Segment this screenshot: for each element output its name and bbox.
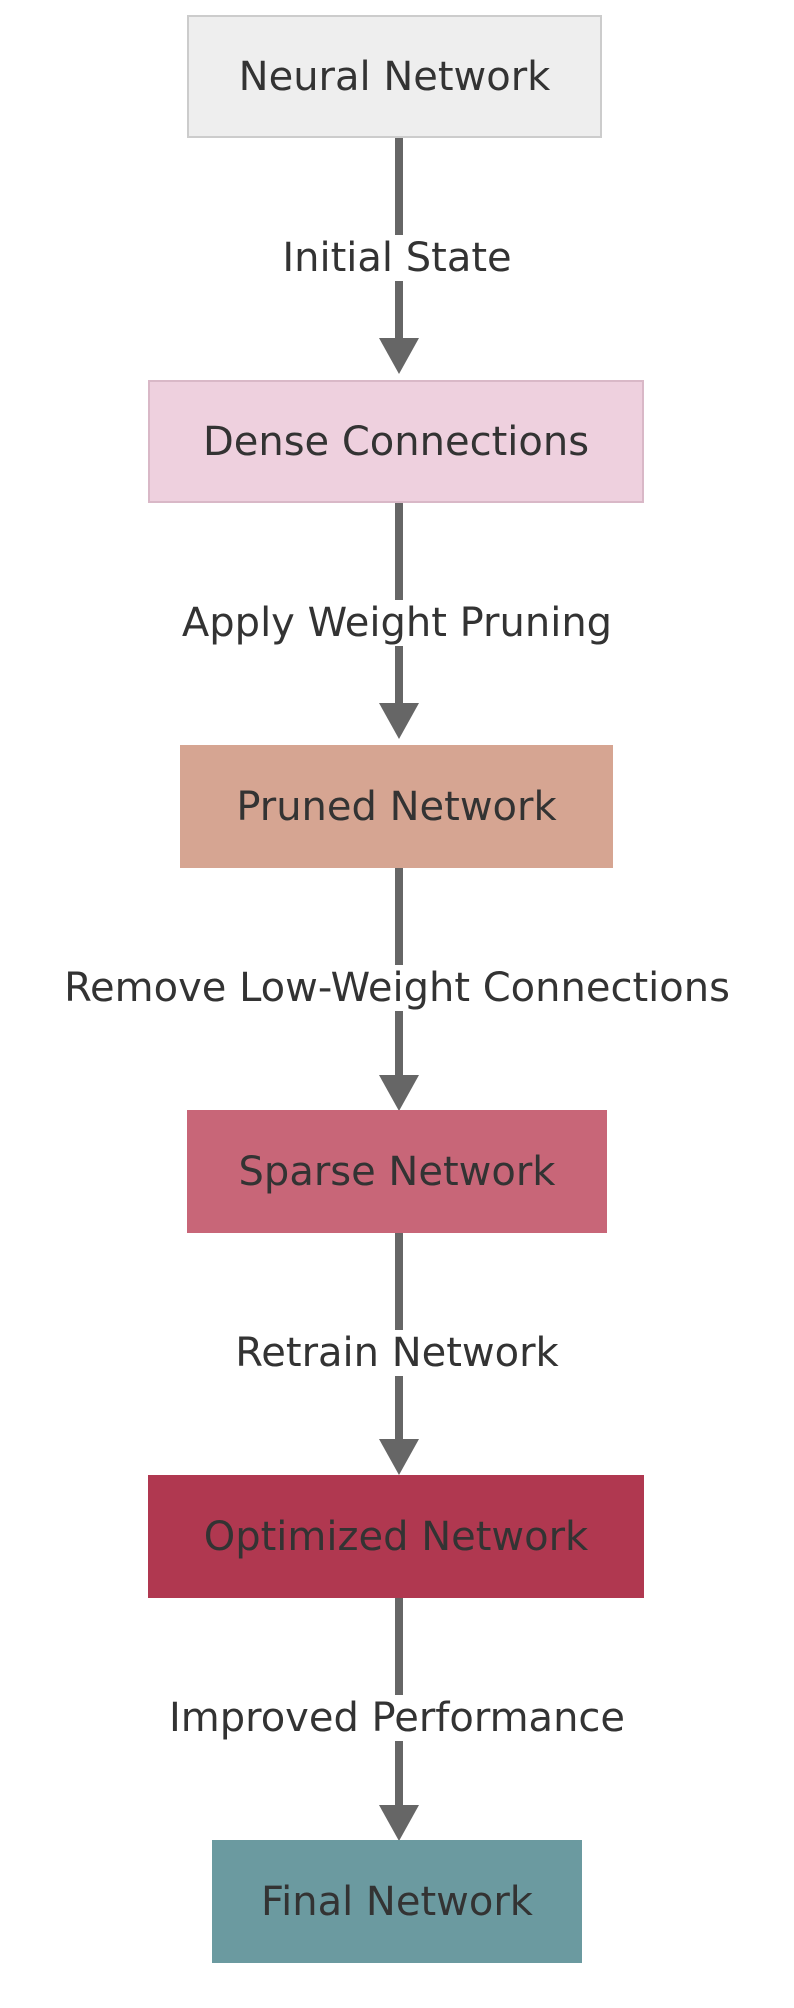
node-dense-connections: Dense Connections [148,380,644,503]
edge-2-label-text: Apply Weight Pruning [177,600,617,646]
edge-3-label-text: Remove Low-Weight Connections [60,965,734,1011]
node-dense-connections-label: Dense Connections [202,418,590,465]
edge-1-label-text: Initial State [278,235,516,281]
node-final-network: Final Network [212,1840,582,1963]
node-neural-network: Neural Network [187,15,602,138]
node-sparse-network: Sparse Network [187,1110,607,1233]
edge-1-arrowhead [379,338,419,374]
edge-4-arrowhead [379,1439,419,1475]
node-optimized-network: Optimized Network [148,1475,644,1598]
edge-5-label: Improved Performance [0,1693,794,1743]
node-optimized-network-label: Optimized Network [203,1513,589,1560]
edge-4-label-text: Retrain Network [231,1330,563,1376]
node-pruned-network: Pruned Network [180,745,613,868]
edge-5-arrowhead [379,1805,419,1841]
node-sparse-network-label: Sparse Network [238,1148,556,1195]
edge-3-label: Remove Low-Weight Connections [0,963,794,1013]
node-neural-network-label: Neural Network [238,53,551,100]
edge-2-arrowhead [379,703,419,739]
edge-3-arrowhead [379,1075,419,1111]
edge-5-label-text: Improved Performance [164,1695,630,1741]
edge-1-label: Initial State [0,233,794,283]
node-final-network-label: Final Network [261,1878,533,1925]
node-pruned-network-label: Pruned Network [236,783,557,830]
edge-4-label: Retrain Network [0,1328,794,1378]
edge-2-label: Apply Weight Pruning [0,598,794,648]
